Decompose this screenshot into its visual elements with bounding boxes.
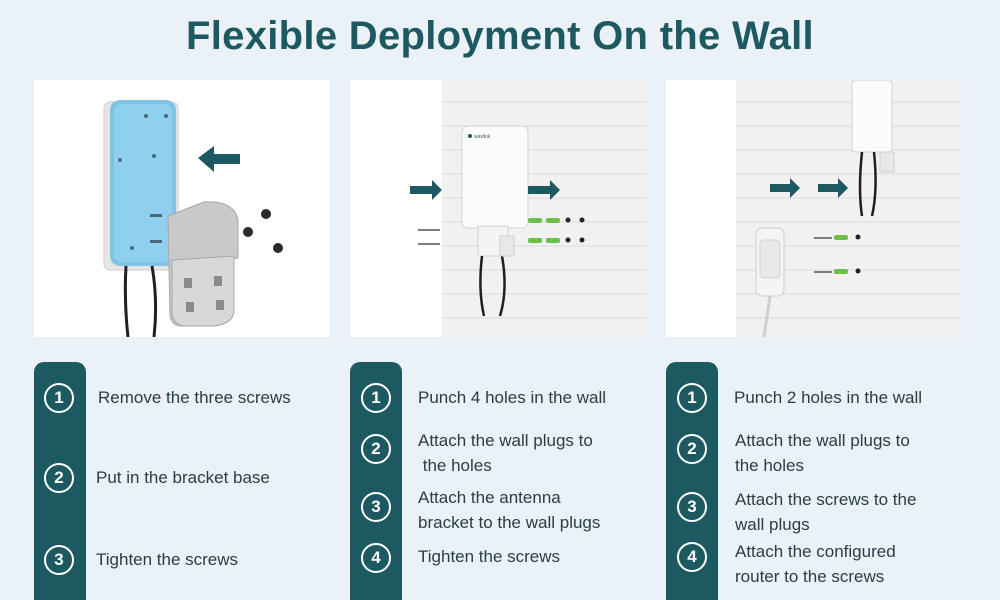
illustration-antenna-wall: wavlink: [350, 80, 646, 337]
page-title: Flexible Deployment On the Wall: [186, 14, 814, 58]
step-number-badge: 2: [677, 434, 707, 464]
step-number-badge: 1: [677, 383, 707, 413]
illustration-router-wall: [666, 80, 962, 337]
steps-card-1: 1 Remove the three screws 2 Put in the b…: [34, 362, 330, 600]
step-text: Attach the wall plugs to the holes: [418, 431, 593, 475]
step-text: Remove the three screws: [98, 388, 291, 407]
steps-card-2: 1 Punch 4 holes in the wall 2 Attach the…: [350, 362, 650, 600]
steps-card-3: 1 Punch 2 holes in the wall 2 Attach the…: [666, 362, 966, 600]
step-number-badge: 4: [361, 543, 391, 573]
step-number-badge: 2: [44, 463, 74, 493]
step-text: Tighten the screws: [418, 547, 561, 566]
step-number-badge: 4: [677, 542, 707, 572]
step-number-badge: 2: [361, 434, 391, 464]
step-number-badge: 1: [44, 383, 74, 413]
step-text: Tighten the screws: [96, 550, 239, 569]
step-text: Put in the bracket base: [96, 468, 270, 487]
step-number-badge: 3: [677, 492, 707, 522]
step-number-badge: 3: [361, 492, 391, 522]
step-number-badge: 3: [44, 545, 74, 575]
step-number-badge: 1: [361, 383, 391, 413]
step-text: Punch 4 holes in the wall: [418, 388, 607, 407]
illustration-remove-screws: [34, 80, 330, 337]
step-text: Punch 2 holes in the wall: [734, 388, 923, 407]
brand-label: wavlink: [474, 134, 491, 140]
